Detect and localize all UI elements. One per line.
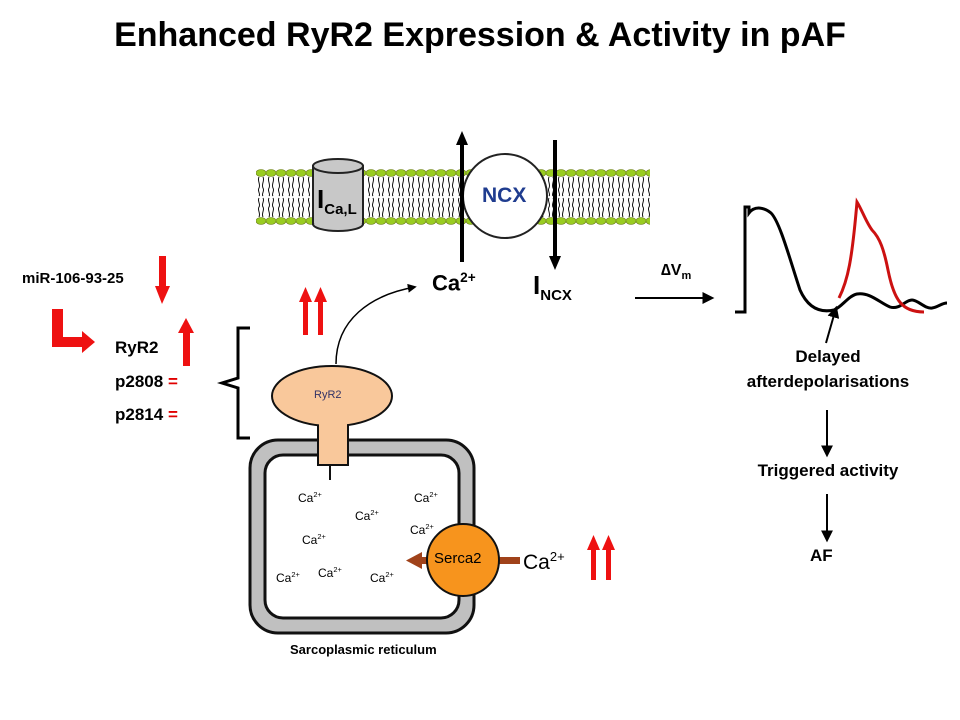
ryr2-activity-up-arrows — [299, 287, 327, 335]
brace — [216, 326, 250, 440]
sr-calcium-ion: Ca2+ — [355, 508, 379, 523]
dad-triggered-trace — [837, 197, 925, 314]
action-potential-trace — [735, 205, 948, 314]
mirna-down-arrow — [155, 256, 170, 304]
sr-calcium-ion: Ca2+ — [370, 570, 394, 585]
sr-calcium-ion: Ca2+ — [414, 490, 438, 505]
sr-calcium-ion: Ca2+ — [276, 570, 300, 585]
mirna-label: miR-106-93-25 — [22, 270, 124, 287]
ca-out-label: Ca2+ — [432, 270, 476, 296]
sr-calcium-ion: Ca2+ — [318, 565, 342, 580]
sr-calcium-ion: Ca2+ — [302, 532, 326, 547]
sr-caption: Sarcoplasmic reticulum — [290, 642, 437, 657]
dad-label-line1: Delayed — [795, 347, 861, 366]
sr-calcium-ion: Ca2+ — [410, 522, 434, 537]
serca-pump-arrow-tail — [494, 557, 520, 564]
ryr2-release-arrow — [335, 283, 417, 365]
incx-label: INCX — [533, 270, 572, 305]
dad-label-line2: afterdepolarisations — [746, 372, 910, 391]
ncx-label: NCX — [482, 184, 527, 207]
l-type-calcium-channel — [312, 158, 364, 232]
dvm-label: ∆Vm — [661, 262, 692, 283]
sr-calcium-ion: Ca2+ — [298, 490, 322, 505]
ryr2-up-arrow — [178, 318, 194, 366]
ical-label: ICa,L — [317, 184, 357, 219]
serca-activity-up-arrows — [587, 535, 615, 580]
af-label: AF — [810, 546, 833, 565]
serca2-pump — [426, 523, 500, 597]
elbow-red-arrow — [52, 309, 95, 353]
ryr2-expression-label: RyR2 — [115, 338, 159, 357]
dad-pointer-arrow — [825, 305, 840, 344]
cytosolic-ca-label: Ca2+ — [523, 549, 565, 574]
ryr2-channel-label: RyR2 — [314, 389, 342, 401]
p2808-label: p2808 = — [115, 372, 178, 391]
ryr2-channel — [271, 365, 393, 480]
slide-title: Enhanced RyR2 Expression & Activity in p… — [114, 16, 846, 54]
triggered-activity-label: Triggered activity — [757, 461, 899, 480]
serca2-label: Serca2 — [434, 550, 482, 567]
p2814-label: p2814 = — [115, 405, 178, 424]
